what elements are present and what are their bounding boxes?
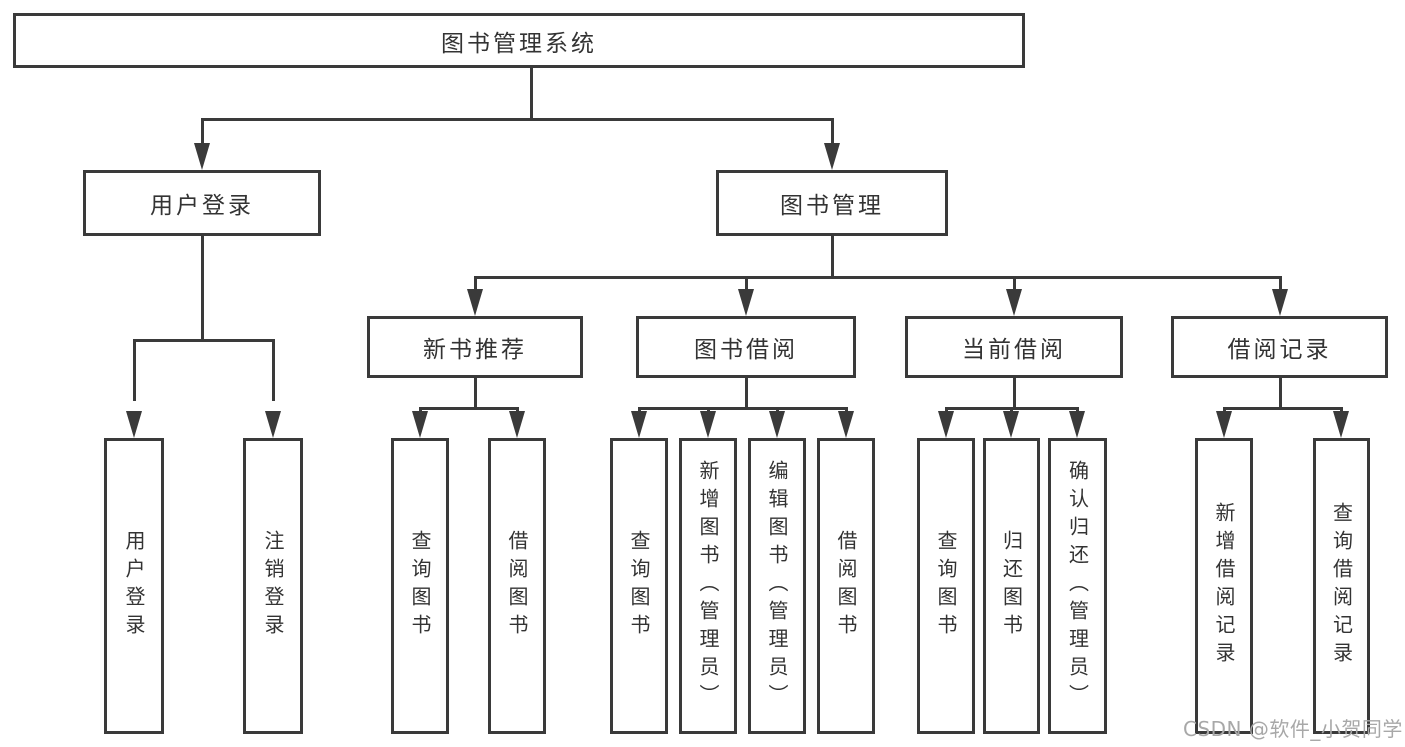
leaf-borrow-query-book-label: 查询图书 [627, 530, 651, 642]
leaf-rec-query-book: 查询图书 [391, 438, 449, 734]
leaf-borrow-edit-book: 编辑图书（管理员） [748, 438, 806, 734]
connector-borrow-record-trunk [1278, 378, 1282, 409]
arrowhead-borrow-record [1272, 289, 1288, 316]
arrowhead-bb-add [700, 411, 716, 438]
arrowhead-bb-borrow [838, 411, 854, 438]
node-borrow-record-label: 借阅记录 [1227, 337, 1332, 363]
arrowhead-br-query [1333, 411, 1349, 438]
node-root: 图书管理系统 [13, 13, 1025, 68]
connector-book-borrow-bar [637, 406, 848, 410]
leaf-user-login-label: 用户登录 [122, 530, 146, 642]
leaf-rec-borrow-book: 借阅图书 [488, 438, 546, 734]
connector-new-book-trunk [473, 378, 477, 409]
connector-user-login-bar [132, 338, 275, 342]
node-book-mgmt-label: 图书管理 [780, 193, 884, 219]
arrowhead-nr-query [412, 411, 428, 438]
connector-root-trunk [529, 68, 533, 119]
node-user-login-label: 用户登录 [150, 193, 254, 219]
arrowhead-nr-borrow [509, 411, 525, 438]
node-current-borrow-label: 当前借阅 [962, 337, 1066, 363]
arrowhead-leaf-login [126, 411, 142, 438]
node-book-borrow: 图书借阅 [636, 316, 856, 378]
leaf-logout: 注销登录 [243, 438, 303, 734]
leaf-record-query-label: 查询借阅记录 [1329, 502, 1354, 670]
leaf-user-login: 用户登录 [104, 438, 164, 734]
leaf-borrow-add-book-label: 新增图书（管理员） [696, 460, 720, 712]
node-borrow-record: 借阅记录 [1171, 316, 1388, 378]
node-current-borrow: 当前借阅 [905, 316, 1123, 378]
leaf-record-add-label: 新增借阅记录 [1212, 502, 1236, 670]
connector-leaf-logout-stem [271, 338, 275, 401]
connector-current-borrow-trunk [1012, 378, 1016, 409]
node-new-book-rec: 新书推荐 [367, 316, 583, 378]
arrowhead-cb-return [1003, 411, 1019, 438]
connector-new-book-bar [418, 406, 519, 410]
leaf-rec-borrow-book-label: 借阅图书 [505, 530, 529, 642]
leaf-cur-confirm-return: 确认归还（管理员） [1048, 438, 1107, 734]
node-user-login: 用户登录 [83, 170, 321, 236]
connector-book-mgmt-stem [830, 117, 834, 153]
arrowhead-book-borrow [738, 289, 754, 316]
connector-user-login-stem [200, 117, 204, 153]
leaf-borrow-add-book: 新增图书（管理员） [679, 438, 737, 734]
leaf-cur-return-book-label: 归还图书 [999, 530, 1024, 642]
connector-level1-bar [200, 117, 834, 121]
connector-leaf-login-stem [132, 338, 136, 401]
connector-borrow-record-stem [1278, 275, 1282, 292]
arrowhead-cb-query [938, 411, 954, 438]
connector-level2-bar [473, 275, 1282, 279]
arrowhead-book-mgmt [824, 143, 840, 170]
arrowhead-leaf-logout [265, 411, 281, 438]
connector-current-borrow-stem [1012, 275, 1016, 292]
arrowhead-bb-query [631, 411, 647, 438]
connector-book-borrow-trunk [744, 378, 748, 409]
node-root-label: 图书管理系统 [441, 30, 597, 57]
leaf-borrow-query-book: 查询图书 [610, 438, 668, 734]
connector-user-login-trunk [200, 236, 204, 340]
arrowhead-cb-confirm [1069, 411, 1085, 438]
leaf-cur-return-book: 归还图书 [983, 438, 1040, 734]
leaf-cur-confirm-return-label: 确认归还（管理员） [1065, 460, 1090, 712]
leaf-logout-label: 注销登录 [261, 530, 285, 642]
leaf-record-query: 查询借阅记录 [1313, 438, 1370, 734]
leaf-rec-query-book-label: 查询图书 [408, 530, 432, 642]
connector-book-mgmt-trunk [830, 236, 834, 277]
node-new-book-rec-label: 新书推荐 [423, 337, 527, 363]
leaf-borrow-edit-book-label: 编辑图书（管理员） [765, 460, 789, 712]
leaf-cur-query-book: 查询图书 [917, 438, 975, 734]
watermark: CSDN @软件_小贺同学 [1183, 717, 1403, 741]
leaf-record-add: 新增借阅记录 [1195, 438, 1253, 734]
connector-new-book-stem [473, 275, 477, 292]
arrowhead-br-add [1216, 411, 1232, 438]
arrowhead-user-login [194, 143, 210, 170]
connector-borrow-record-bar [1222, 406, 1343, 410]
arrowhead-current-borrow [1006, 289, 1022, 316]
leaf-borrow-borrow-book-label: 借阅图书 [834, 530, 858, 642]
leaf-cur-query-book-label: 查询图书 [934, 530, 958, 642]
leaf-borrow-borrow-book: 借阅图书 [817, 438, 875, 734]
arrowhead-new-book [467, 289, 483, 316]
connector-book-borrow-stem [744, 275, 748, 292]
node-book-mgmt: 图书管理 [716, 170, 948, 236]
node-book-borrow-label: 图书借阅 [694, 337, 798, 363]
arrowhead-bb-edit [769, 411, 785, 438]
